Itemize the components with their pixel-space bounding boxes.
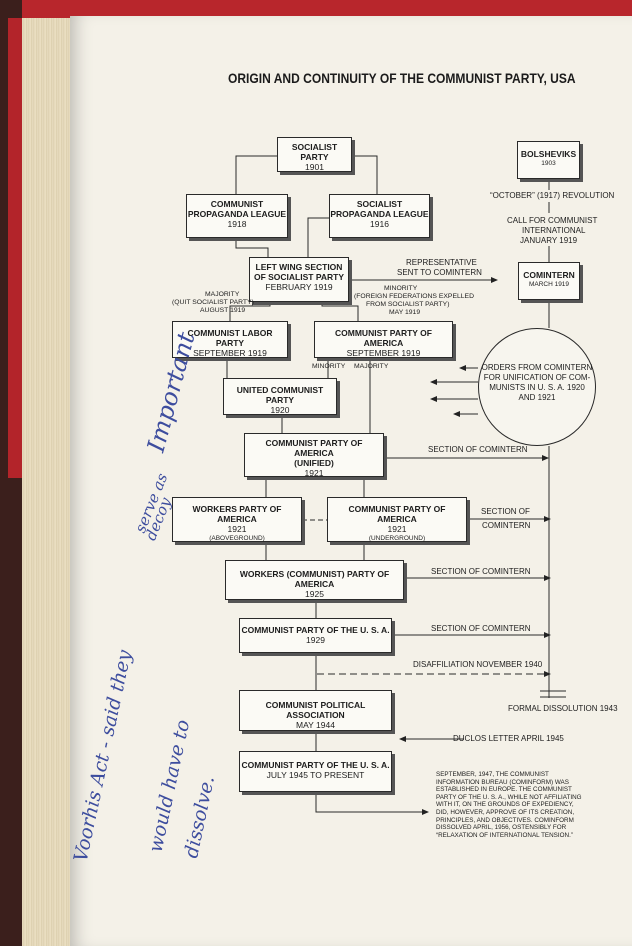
box-clp-date: SEPTEMBER 1919 [193,348,267,358]
box-left-wing-name2: OF SOCIALIST PARTY [253,272,345,282]
box-socialist-propaganda-league: SOCIALIST PROPAGANDA LEAGUE 1916 [329,194,430,238]
box-wpa-name: WORKERS PARTY OF AMERICA [192,504,282,524]
box-comintern: COMINTERN MARCH 1919 [518,262,580,300]
box-cpl-name2: PROPAGANDA LEAGUE [187,209,287,219]
label-majority-line2: (QUIT SOCIALIST PARTY) [172,299,254,306]
label-disaffiliation: DISAFFILIATION NOVEMBER 1940 [413,660,543,669]
box-socialist-party-date: 1901 [305,162,324,172]
label-minority-line4: MAY 1919 [389,309,421,316]
label-representative-line1: REPRESENTATIVE [406,258,477,267]
label-call-line1: CALL FOR COMMUNIST [507,216,598,225]
label-representative-line2: SENT TO COMINTERN [397,268,482,277]
box-cpusa1945-date: JULY 1945 TO PRESENT [266,770,365,780]
label-majority-line3: AUGUST 1919 [200,307,246,314]
box-cpa1944-name: COMMUNIST POLITICAL ASSOCIATION [265,700,366,720]
box-left-wing-name1: LEFT WING SECTION [255,262,343,272]
box-cpusa-1945: COMMUNIST PARTY OF THE U. S. A. JULY 194… [239,751,392,792]
label-majority: MAJORITY [354,363,389,370]
orders-line1: ORDERS FROM COMINTERN [481,363,593,372]
box-spl-name1: SOCIALIST [356,199,403,209]
label-duclos-letter: DUCLOS LETTER APRIL 1945 [453,734,564,743]
box-comintern-date: MARCH 1919 [528,281,570,288]
box-cpa-unified-name: COMMUNIST PARTY OF AMERICA [265,438,363,458]
box-cpusa1945-name: COMMUNIST PARTY OF THE U. S. A. [241,760,390,770]
label-minority-line1: MINORITY [384,285,418,292]
orders-circle: ORDERS FROM COMINTERN FOR UNIFICATION OF… [478,328,596,446]
label-october-revolution: “OCTOBER” (1917) REVOLUTION [490,191,615,200]
label-section-comintern-2a: SECTION OF [481,507,530,516]
box-cpa1919-date: SEPTEMBER 1919 [346,348,421,358]
box-spl-date: 1916 [370,219,389,229]
box-cpa-unified-date: 1921 [304,468,324,478]
box-cpusa1929-name: COMMUNIST PARTY OF THE U. S. A. [241,625,390,635]
box-wpa-date: 1921 [227,524,247,534]
box-bolsheviks-name: BOLSHEVIKS [520,149,577,159]
box-communist-party-of-america-1919: COMMUNIST PARTY OF AMERICA SEPTEMBER 191… [314,321,453,358]
box-cpa-under-sub: (UNDERGROUND) [368,535,426,542]
box-cpa1944-date: MAY 1944 [296,720,335,730]
box-united-communist-party: UNITED COMMUNIST PARTY 1920 [223,378,337,415]
box-ucp-name: UNITED COMMUNIST PARTY [236,385,324,405]
label-call-line3: JANUARY 1919 [520,236,578,245]
label-call-line2: INTERNATIONAL [522,226,586,235]
box-spl-name2: PROPAGANDA LEAGUE [330,209,429,219]
page-edges [22,18,70,946]
box-cpa1919-name: COMMUNIST PARTY OF AMERICA [335,328,432,348]
box-cpl-date: 1918 [227,219,247,229]
box-socialist-party-name: SOCIALIST PARTY [291,142,338,162]
box-ucp-date: 1920 [270,405,290,415]
diagram-title: ORIGIN AND CONTINUITY OF THE COMMUNIST P… [228,70,576,86]
label-minority: MINORITY [312,363,346,370]
orders-line3: MUNISTS IN U. S. A. 1920 [489,383,585,392]
label-section-comintern-3: SECTION OF COMINTERN [431,567,531,576]
box-cpusa1929-date: 1929 [306,635,325,645]
box-left-wing-section: LEFT WING SECTION OF SOCIALIST PARTY FEB… [249,257,349,302]
box-communist-labor-party: COMMUNIST LABOR PARTY SEPTEMBER 1919 [172,321,288,358]
box-bolsheviks-date: 1903 [541,160,556,167]
box-cpl-name1: COMMUNIST [210,199,264,209]
box-cpa-unified-sub: (UNIFIED) [294,458,334,468]
box-communist-political-association: COMMUNIST POLITICAL ASSOCIATION MAY 1944 [239,690,392,731]
box-cpusa-1929: COMMUNIST PARTY OF THE U. S. A. 1929 [239,618,392,653]
book-spine [8,18,22,478]
box-wcpa-name: WORKERS (COMMUNIST) PARTY OF AMERICA [239,569,390,589]
box-comintern-name: COMINTERN [523,270,575,280]
label-formal-dissolution: FORMAL DISSOLUTION 1943 [508,704,618,713]
cominform-note: SEPTEMBER, 1947, THE COMMUNIST INFORMATI… [436,771,582,839]
box-workers-party-of-america: WORKERS PARTY OF AMERICA 1921 (ABOVEGROU… [172,497,302,542]
label-section-comintern-4: SECTION OF COMINTERN [431,624,531,633]
box-wcpa-date: 1925 [305,589,324,599]
orders-line4: AND 1921 [518,393,556,402]
box-communist-propaganda-league: COMMUNIST PROPAGANDA LEAGUE 1918 [186,194,288,238]
label-section-comintern-1: SECTION OF COMINTERN [428,445,528,454]
box-communist-party-unified: COMMUNIST PARTY OF AMERICA (UNIFIED) 192… [244,433,384,478]
box-cpa-under-date: 1921 [387,524,407,534]
label-minority-line2: (FOREIGN FEDERATIONS EXPELLED [354,293,474,300]
box-bolsheviks: BOLSHEVIKS 1903 [517,141,580,179]
orders-line2: FOR UNIFICATION OF COM- [483,373,591,382]
box-communist-party-underground: COMMUNIST PARTY OF AMERICA 1921 (UNDERGR… [327,497,467,542]
label-majority-line1: MAJORITY [205,291,240,298]
box-workers-communist-party: WORKERS (COMMUNIST) PARTY OF AMERICA 192… [225,560,404,600]
box-wpa-sub: (ABOVEGROUND) [209,535,265,542]
box-left-wing-date: FEBRUARY 1919 [265,282,333,292]
label-minority-line3: FROM SOCIALIST PARTY) [366,301,450,308]
box-socialist-party: SOCIALIST PARTY 1901 [277,137,352,172]
box-clp-name: COMMUNIST LABOR PARTY [187,328,273,348]
label-section-comintern-2b: COMINTERN [482,521,531,530]
box-cpa-under-name: COMMUNIST PARTY OF AMERICA [348,504,446,524]
